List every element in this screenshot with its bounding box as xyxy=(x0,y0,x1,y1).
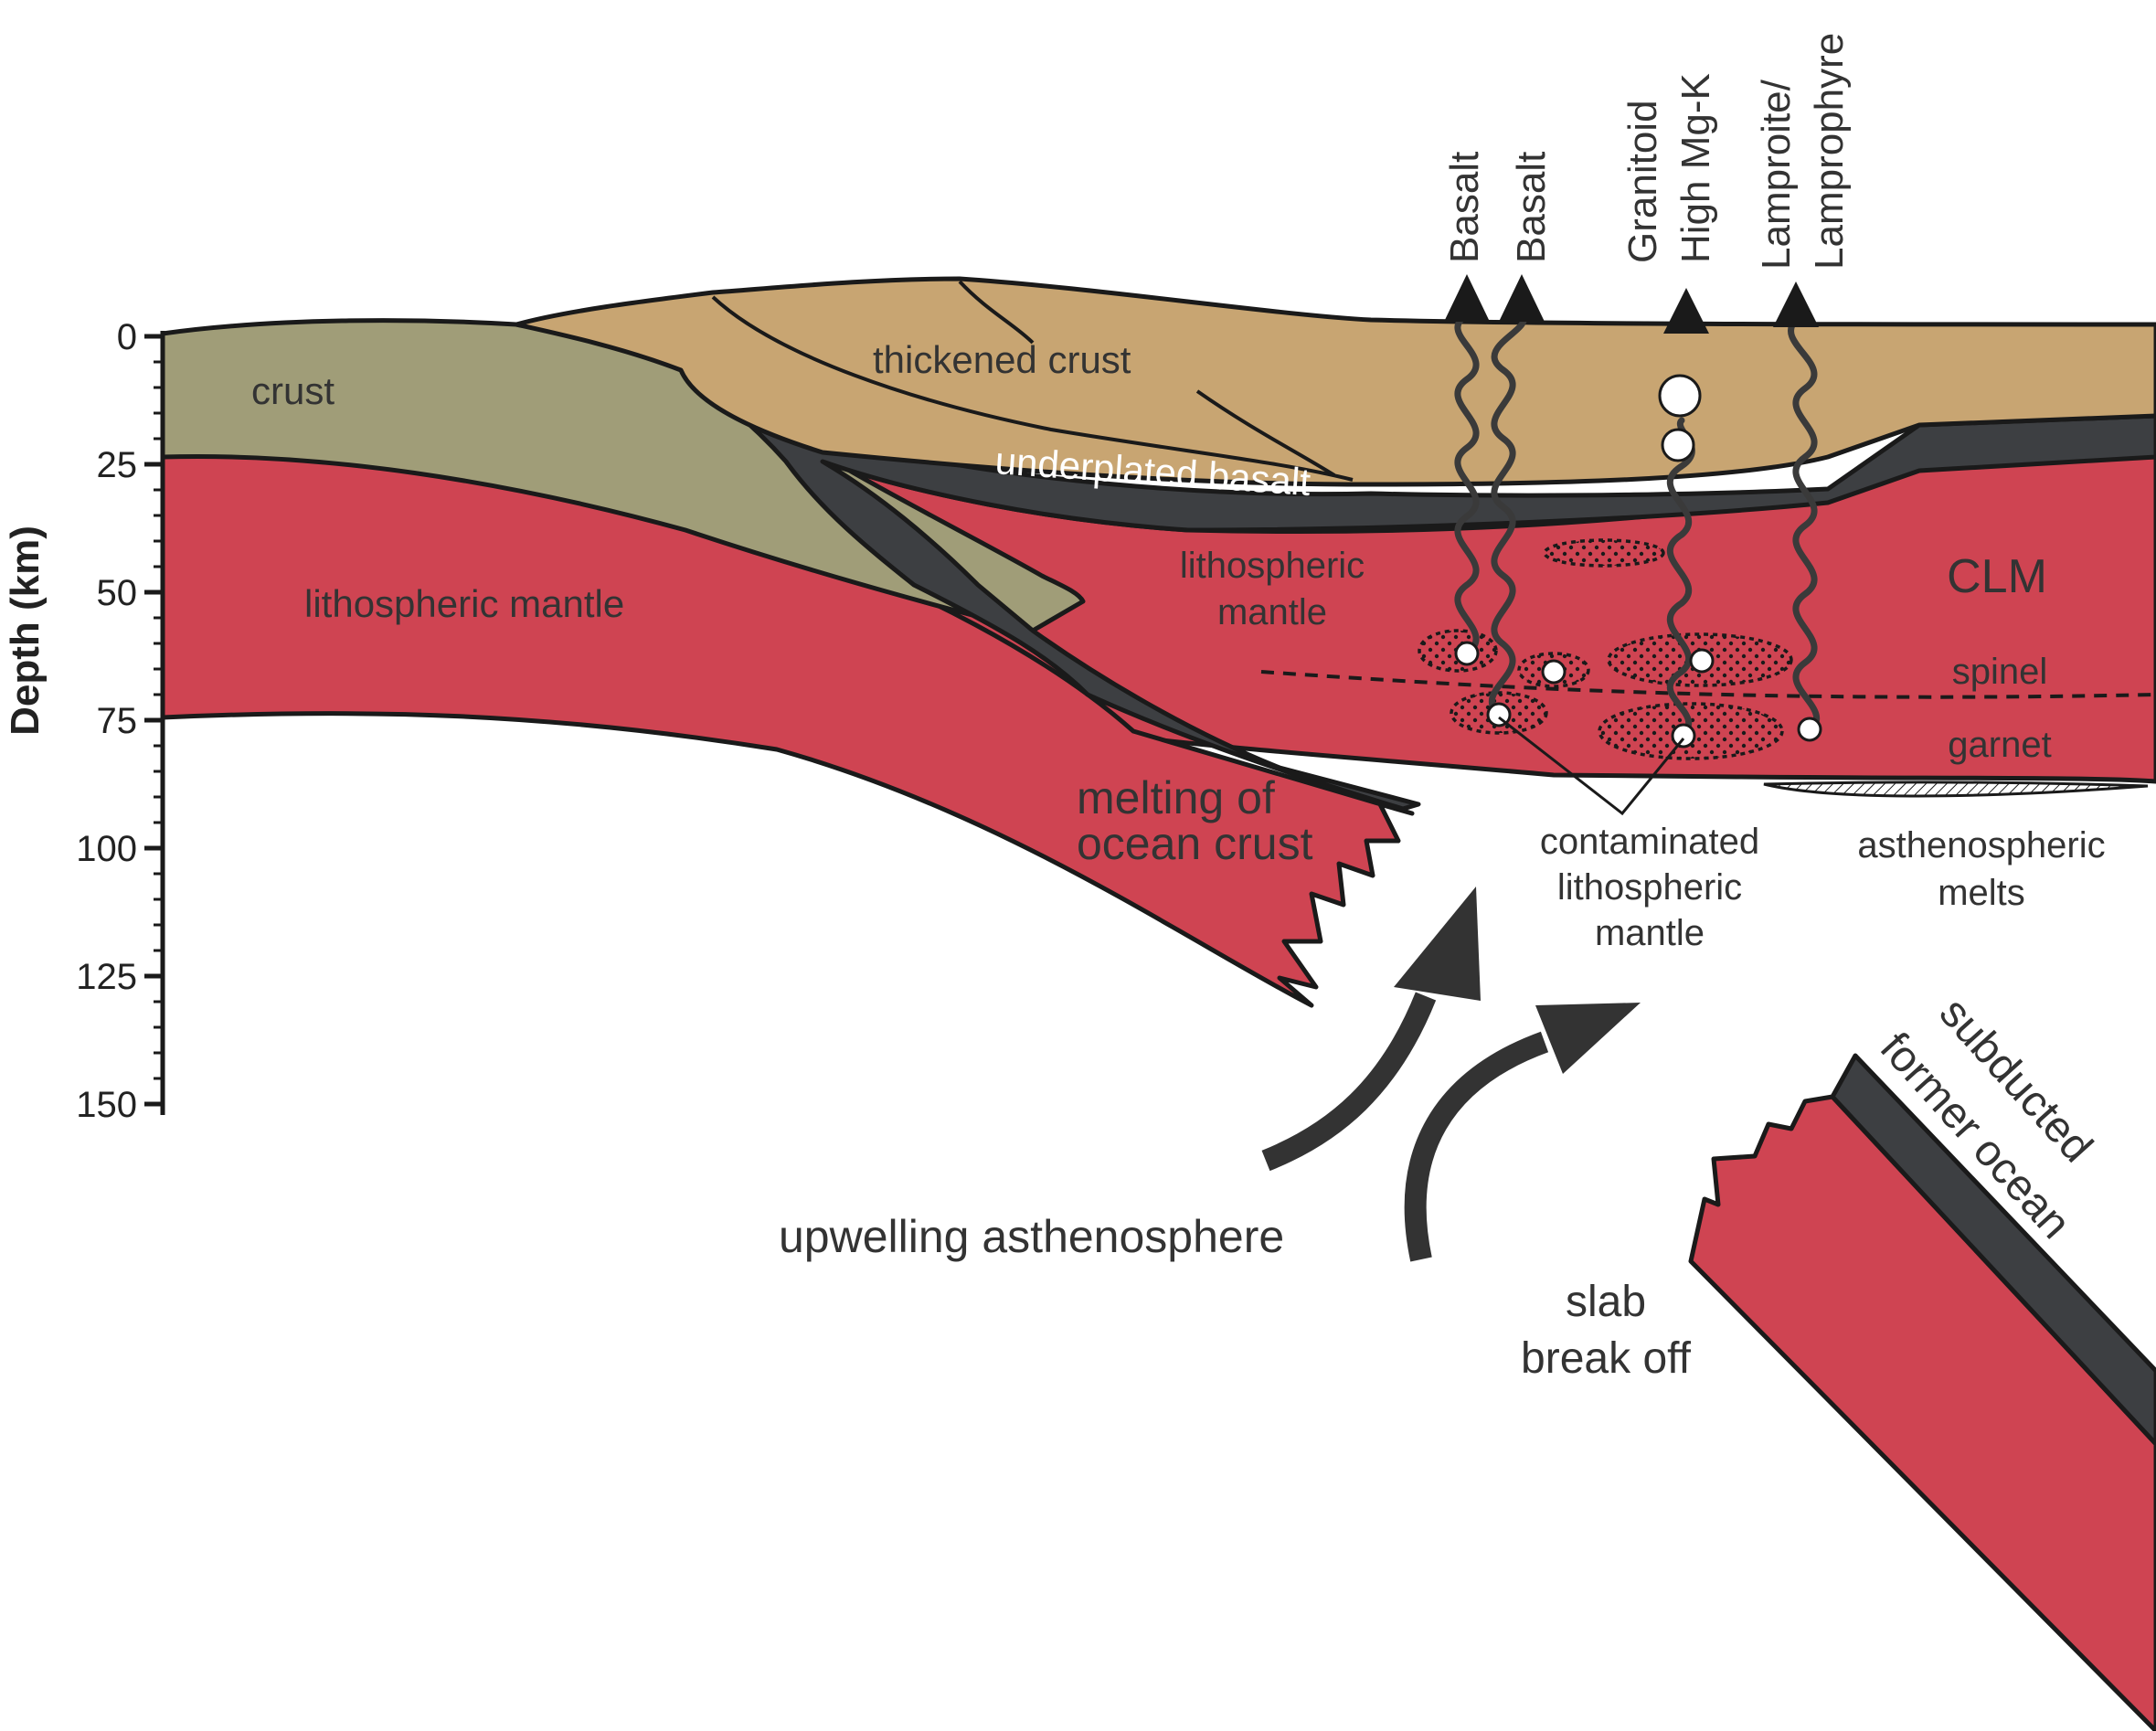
high-mg-k-label: High Mg-K xyxy=(1673,73,1718,263)
leader-line xyxy=(1498,716,1685,816)
thickened-crust-label: thickened crust xyxy=(873,338,1131,381)
melt-bubble xyxy=(1454,641,1480,666)
magma-pathways xyxy=(1444,274,1822,749)
upwelling-arrows xyxy=(1261,887,1641,1262)
upwelling-arrow-2 xyxy=(1404,1031,1549,1262)
upwelling-arrowhead-1 xyxy=(1394,887,1481,1001)
tick-label: 50 xyxy=(97,573,138,613)
tick-label: 25 xyxy=(97,445,138,485)
asthenospheric-melts-label-1: asthenospheric xyxy=(1857,825,2105,866)
clm-label: CLM xyxy=(1947,550,2047,603)
slab-break-off-label-2: break off xyxy=(1521,1334,1692,1383)
thrust-line xyxy=(711,295,1354,482)
basalt-label-2: Basalt xyxy=(1509,152,1554,263)
tick-label: 150 xyxy=(76,1085,137,1125)
tick-label: 75 xyxy=(97,701,138,741)
melting-ocean-crust-label-1: melting of xyxy=(1077,772,1275,823)
melt-bubble xyxy=(1797,717,1822,742)
thickened-crust-layer xyxy=(514,276,2156,487)
tick-label: 0 xyxy=(117,317,137,357)
lamproite-label: Lamproite/ xyxy=(1754,79,1799,270)
asthenospheric-melts-label-2: melts xyxy=(1938,873,2025,913)
magma-bubble xyxy=(1661,428,1695,462)
lithospheric-mantle-center-label-2: mantle xyxy=(1217,592,1327,632)
thrust-line xyxy=(1195,389,1336,477)
lamprophyre-label: Lamprophyre xyxy=(1807,33,1852,270)
granitoid-pathway xyxy=(1666,417,1695,739)
detached-slab-crust xyxy=(1830,1053,2156,1447)
tick-label: 100 xyxy=(76,829,137,869)
tick-label: 125 xyxy=(76,957,137,997)
contaminated-label-2: lithospheric xyxy=(1557,867,1742,908)
depth-axis: 0 25 50 75 100 125 150 Depth (km) xyxy=(3,317,165,1125)
contaminated-label-3: mantle xyxy=(1595,913,1705,953)
axis-title: Depth (km) xyxy=(3,526,48,736)
asthenospheric-melt-lens xyxy=(1763,781,2149,798)
melt-bubble xyxy=(1689,648,1715,674)
melt-bubble xyxy=(1541,659,1567,685)
granitoid-label: Granitoid xyxy=(1620,100,1665,263)
garnet-label: garnet xyxy=(1948,725,2051,765)
melt-pod xyxy=(1543,538,1665,568)
spinel-garnet-transition-line xyxy=(1260,670,2156,699)
lamproite-arrowhead xyxy=(1773,281,1819,327)
upwelling-arrow-1 xyxy=(1261,992,1437,1172)
lithospheric-mantle-center-label-1: lithospheric xyxy=(1180,546,1365,586)
lamproite-pathway xyxy=(1788,316,1820,735)
spinel-label: spinel xyxy=(1952,652,2048,692)
magma-bubble-large xyxy=(1658,374,1702,418)
crust-label: crust xyxy=(251,369,335,412)
basalt-arrowhead-1 xyxy=(1444,274,1490,322)
minor-ticks xyxy=(154,360,163,1080)
granitoid-arrowhead xyxy=(1663,288,1709,334)
basalt-pathway-2 xyxy=(1489,312,1527,718)
contaminated-label-1: contaminated xyxy=(1540,822,1759,862)
melting-ocean-crust-label-2: ocean crust xyxy=(1077,818,1313,869)
contaminated-leader-lines xyxy=(1498,716,1685,816)
subducting-oceanic-crust-layer xyxy=(678,367,2156,812)
melt-bubble xyxy=(1671,723,1696,749)
upwelling-asthenosphere-label: upwelling asthenosphere xyxy=(779,1211,1284,1262)
upwelling-arrowhead-2 xyxy=(1535,1003,1641,1074)
basalt-arrowhead-2 xyxy=(1499,274,1545,322)
magma-labels: Basalt Basalt Granitoid High Mg-K Lampro… xyxy=(1442,33,1852,270)
basalt-label-1: Basalt xyxy=(1442,152,1487,263)
melt-pods xyxy=(1418,538,1793,760)
detached-slab-mantle xyxy=(1688,1094,2156,1731)
basalt-pathway-1 xyxy=(1454,312,1480,657)
major-ticks: 0 25 50 75 100 125 150 xyxy=(76,317,163,1125)
layers xyxy=(160,276,2156,1731)
slab-break-off-label-1: slab xyxy=(1566,1278,1646,1326)
thrust-line xyxy=(958,280,1035,345)
lithospheric-mantle-left-label: lithospheric mantle xyxy=(304,582,624,625)
